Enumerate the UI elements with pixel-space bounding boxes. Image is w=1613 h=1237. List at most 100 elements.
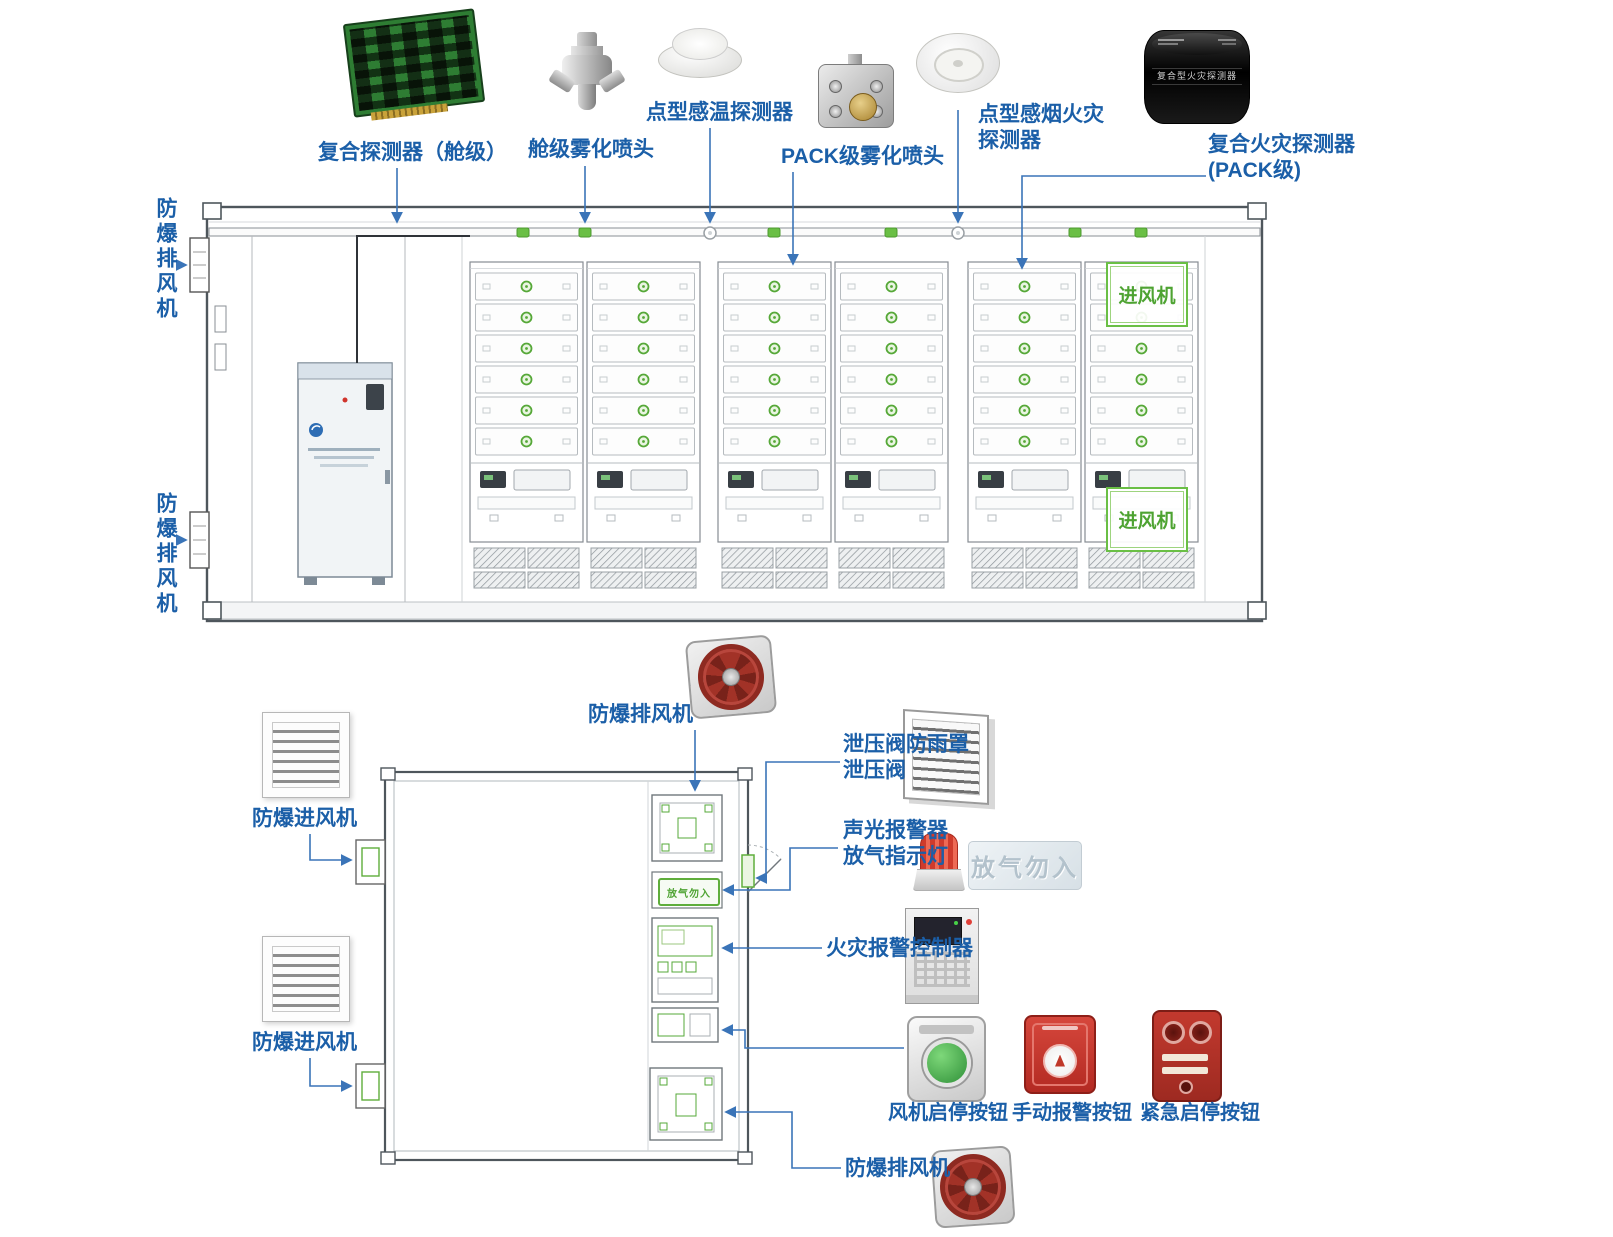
bolt (870, 80, 883, 93)
button-frame (1032, 1023, 1088, 1086)
label-plan-exhaust-fan-bottom: 防爆排风机 (845, 1157, 950, 1180)
label-relief-valve: 泄压阀防雨罩 泄压阀 (843, 732, 969, 784)
button-label-strip (1042, 1026, 1078, 1030)
sound-light-alarm-image (913, 833, 965, 891)
manual-alarm-button-image (1024, 1015, 1096, 1094)
louver-slats (272, 722, 340, 788)
container-side-view (189, 202, 1267, 623)
fan-blades (695, 641, 767, 713)
label-sound-light-alarm: 声光报警器 放气指示灯 (843, 818, 948, 870)
battery-rack-cabinet (586, 261, 701, 589)
detector-print (1222, 43, 1236, 45)
fan-button-image (907, 1016, 986, 1102)
detector-print (1218, 39, 1236, 41)
beacon-base (913, 869, 965, 891)
detector-print (1158, 43, 1178, 45)
label-pack-nozzle: PACK级雾化喷头 (781, 145, 944, 168)
green-led (954, 921, 958, 925)
intake-fan-label: 进风机 (1118, 286, 1176, 307)
bolt (829, 80, 842, 93)
fan-hub (963, 1177, 983, 1197)
nozzle-orifice (849, 93, 877, 121)
label-fan-button: 风机启停按钮 (888, 1102, 1008, 1124)
ceiling-nozzle (767, 227, 781, 238)
composite-detector-board-image (342, 8, 486, 121)
detector-print (1158, 39, 1184, 41)
controller-keypad (914, 951, 970, 987)
label-line: 复合火灾探测器 (1208, 133, 1355, 156)
intake-fan-image-1 (262, 712, 350, 798)
wall-exhaust-fan-upper (189, 237, 210, 293)
nozzle-collar (571, 46, 603, 56)
start-button (1162, 1021, 1185, 1044)
label-intake-fan-1: 防爆进风机 (252, 807, 357, 830)
emergency-button-image (1152, 1010, 1222, 1102)
nozzle-bottom-head (578, 84, 596, 110)
ceiling-nozzle (516, 227, 530, 238)
ceiling-nozzle (1068, 227, 1082, 238)
wall-exhaust-fan-lower (189, 511, 210, 569)
plan-intake-fan-2 (355, 1063, 386, 1109)
ceiling-nozzle (1134, 227, 1148, 238)
plan-alarm-box (651, 1007, 719, 1043)
call-point-window (1043, 1043, 1077, 1078)
label-line: 点型感烟火灾 (978, 103, 1104, 126)
battery-rack-cabinet (834, 261, 949, 589)
indicator-button (1179, 1080, 1193, 1094)
detector-label-text: 复合型火灾探测器 (1152, 68, 1242, 85)
fire-suppression-cabinet (297, 362, 393, 585)
battery-rack-cabinet (717, 261, 832, 589)
plan-exhaust-fan-top-box (651, 794, 723, 862)
controller-screen (914, 917, 962, 945)
label-manual-alarm-button: 手动报警按钮 (1012, 1102, 1132, 1124)
label-composite-detector-pack: 复合火灾探测器 (PACK级) (1208, 132, 1355, 184)
intake-fan-label: 进风机 (1118, 511, 1176, 532)
battery-rack-cabinet (469, 261, 584, 589)
label-intake-fan-2: 防爆进风机 (252, 1031, 357, 1054)
ceiling-nozzle (884, 227, 898, 238)
label-composite-detector-cabin: 复合探测器（舱级） (318, 141, 507, 164)
plan-gas-sign-badge: 放气勿入 (658, 878, 720, 906)
plan-relief-valve (741, 854, 755, 888)
controller-base (906, 995, 978, 1003)
label-line: (PACK级) (1208, 159, 1301, 182)
label-fire-alarm-controller: 火灾报警控制器 (826, 937, 973, 960)
panel-label-strip (1162, 1067, 1208, 1074)
intake-fan-box-upper: 进风机 (1106, 262, 1188, 327)
plan-fire-controller-box (651, 917, 719, 1003)
connector-lines (175, 110, 1206, 1169)
label-heat-detector: 点型感温探测器 (646, 101, 793, 124)
green-push-button (922, 1039, 971, 1088)
red-led (966, 919, 972, 925)
exhaust-fan-image-top (684, 634, 778, 720)
label-exhaust-fan-upper: 防爆排风机 (154, 197, 177, 322)
louver-slats (272, 946, 340, 1012)
beacon-dome (920, 833, 958, 875)
fire-alarm-controller-image (905, 908, 979, 1004)
stop-button (1189, 1021, 1212, 1044)
plan-exhaust-fan-bottom-box (649, 1067, 723, 1141)
label-exhaust-fan-lower: 防爆排风机 (154, 492, 177, 617)
wall-hinge (214, 343, 227, 371)
plan-intake-fan-1 (355, 839, 386, 885)
smoke-detector-image (916, 33, 1000, 93)
nozzle-flange (818, 64, 894, 128)
nozzle-top (577, 32, 597, 48)
detector-button (953, 60, 963, 67)
panel-label-strip (1162, 1054, 1208, 1061)
button-box-top (919, 1025, 974, 1034)
label-plan-exhaust-fan-top: 防爆排风机 (588, 703, 693, 726)
gas-warning-sign-image: 放气勿入 (968, 841, 1082, 890)
wall-hinge (214, 305, 227, 333)
label-line: 探测器 (978, 129, 1041, 152)
battery-rack-cabinet (967, 261, 1082, 589)
label-line: 泄压阀 (843, 759, 906, 782)
intake-fan-box-lower: 进风机 (1106, 487, 1188, 552)
alarm-glyph (1055, 1054, 1065, 1067)
bolt (829, 105, 842, 118)
label-cabin-nozzle: 舱级雾化喷头 (528, 138, 654, 161)
ceiling-nozzle (578, 227, 592, 238)
label-line: 泄压阀防雨罩 (843, 733, 969, 756)
